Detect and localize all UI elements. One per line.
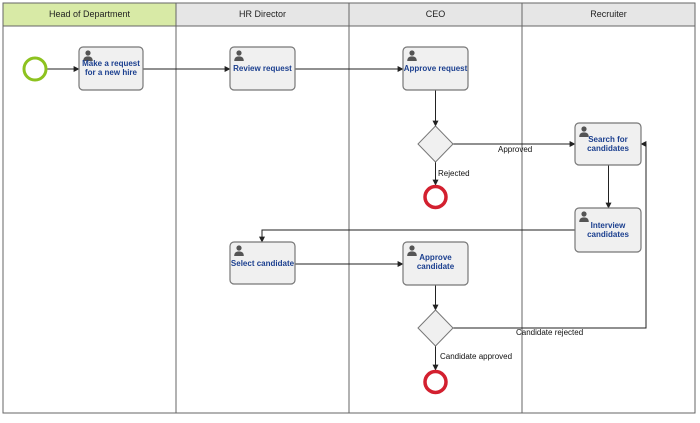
user-icon bbox=[407, 245, 417, 256]
label-rejected: Rejected bbox=[438, 169, 470, 178]
user-icon bbox=[83, 50, 93, 61]
task-approve-candidate[interactable]: Approve candidate bbox=[402, 241, 469, 286]
label-candidate-approved: Candidate approved bbox=[440, 352, 512, 361]
lane-title-ceo: CEO bbox=[426, 9, 446, 19]
task-label: Approve bbox=[419, 253, 452, 262]
flow-interview-to-select[interactable] bbox=[259, 229, 575, 243]
task-label: for a new hire bbox=[85, 68, 138, 77]
end-event-rejected[interactable] bbox=[423, 184, 448, 210]
task-label: Make a request bbox=[82, 59, 140, 68]
user-icon bbox=[407, 50, 417, 61]
task-label: candidate bbox=[417, 262, 455, 271]
task-review-request[interactable]: Review request bbox=[229, 46, 296, 91]
label-candidate-rejected: Candidate rejected bbox=[516, 328, 583, 337]
task-interview-candidates[interactable]: Interview candidates bbox=[574, 207, 642, 253]
task-label: candidates bbox=[587, 230, 629, 239]
user-icon bbox=[579, 126, 589, 137]
task-search-candidates[interactable]: Search for candidates bbox=[574, 122, 642, 166]
task-make-request[interactable]: Make a request for a new hire bbox=[78, 46, 144, 91]
task-label: Review request bbox=[233, 64, 292, 73]
task-label: Search for bbox=[588, 135, 628, 144]
lane-title-recruiter: Recruiter bbox=[590, 9, 627, 19]
gateway-request-decision[interactable] bbox=[417, 125, 454, 163]
flow-candidate-rejected[interactable] bbox=[453, 141, 647, 329]
task-label: Select candidate bbox=[231, 259, 295, 268]
task-approve-request[interactable]: Approve request bbox=[402, 46, 469, 91]
user-icon bbox=[234, 50, 244, 61]
task-label: Interview bbox=[591, 221, 626, 230]
label-approved: Approved bbox=[498, 145, 532, 154]
task-select-candidate[interactable]: Select candidate bbox=[229, 241, 296, 285]
user-icon bbox=[234, 245, 244, 256]
lane-title-head-of-department: Head of Department bbox=[49, 9, 131, 19]
gateway-candidate-decision[interactable] bbox=[417, 309, 454, 347]
task-label: candidates bbox=[587, 144, 629, 153]
task-label: Approve request bbox=[404, 64, 468, 73]
start-event[interactable] bbox=[22, 56, 48, 82]
user-icon bbox=[579, 211, 589, 222]
lane-header-recruiter[interactable] bbox=[521, 2, 696, 27]
lane-title-hr-director: HR Director bbox=[239, 9, 286, 19]
end-event-approved[interactable] bbox=[423, 369, 448, 395]
